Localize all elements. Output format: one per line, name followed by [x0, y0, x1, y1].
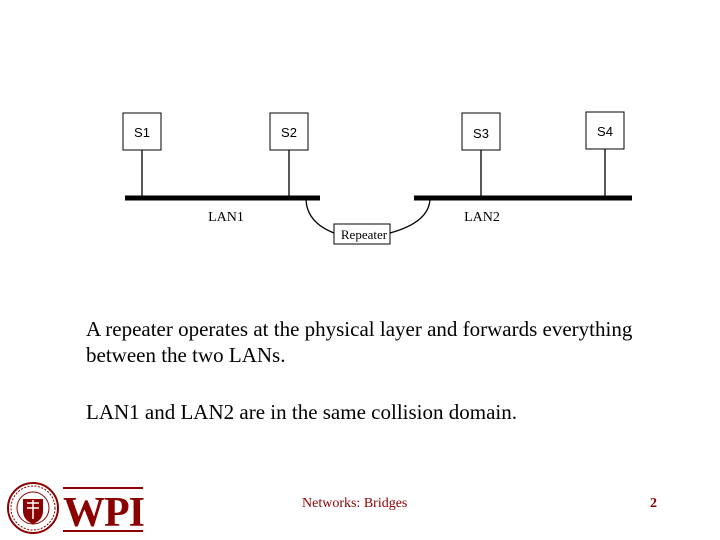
page-number: 2 — [650, 496, 657, 511]
station-label: S1 — [134, 125, 150, 140]
station-label: S2 — [281, 125, 297, 140]
footer-title: Networks: Bridges — [302, 496, 408, 511]
lan1-label: LAN1 — [208, 210, 244, 225]
wpi-logo: WPI — [7, 482, 145, 535]
station-label: S3 — [473, 126, 489, 141]
station-s3: S3 — [461, 112, 501, 151]
lan2-label: LAN2 — [464, 210, 500, 225]
paragraph-repeater-description: A repeater operates at the physical laye… — [86, 317, 633, 367]
repeater-link-right — [389, 197, 431, 234]
repeater-box — [333, 223, 391, 245]
station-box — [269, 112, 309, 151]
station-s4: S4 — [585, 111, 625, 150]
repeater-link-left — [305, 197, 335, 234]
station-s2: S2 — [269, 112, 309, 151]
station-s1: S1 — [122, 112, 162, 151]
network-diagram: S1 S2 S3 S4 Repeater LAN1 LAN2 — [122, 111, 632, 245]
station-box — [585, 111, 625, 150]
repeater-label: Repeater — [341, 227, 388, 242]
station-box — [122, 112, 162, 151]
paragraph-collision-domain: LAN1 and LAN2 are in the same collision … — [86, 400, 517, 424]
wpi-seal-icon — [7, 482, 59, 534]
wpi-wordmark: WPI — [63, 490, 144, 535]
station-label: S4 — [597, 124, 613, 139]
